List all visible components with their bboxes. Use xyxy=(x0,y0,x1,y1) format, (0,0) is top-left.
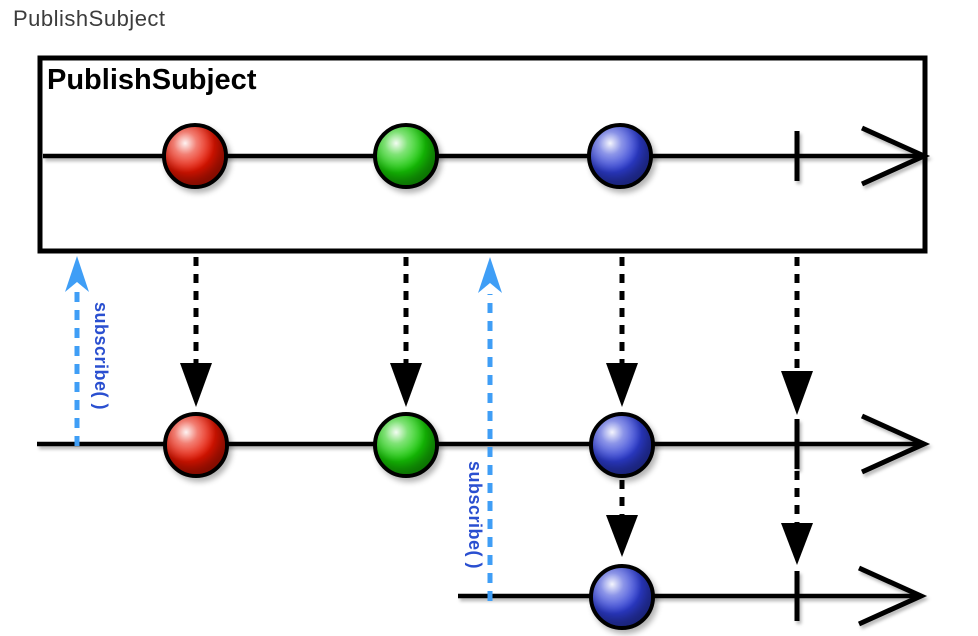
subscriber1-timeline-arrowhead-icon xyxy=(860,413,931,475)
subscribe1-label: subscribe( ) xyxy=(91,302,111,411)
subscriber1-marble-green xyxy=(373,412,439,478)
emission-arrowhead-blue-icon xyxy=(606,363,638,407)
emission-arrows-subscriber2 xyxy=(606,471,813,565)
page-title: PublishSubject xyxy=(13,6,166,31)
subscriber2-marble-blue xyxy=(589,564,655,630)
subscribe2-label: subscribe( ) xyxy=(465,461,485,570)
source-marble-green xyxy=(373,123,439,189)
source-marble-blue xyxy=(587,123,653,189)
emission-arrows-subscriber1 xyxy=(180,257,813,415)
subscribe2-arrowhead-icon xyxy=(478,257,502,293)
emission-arrowhead-red-icon xyxy=(180,363,212,407)
emission-arrowhead-complete-icon xyxy=(781,371,813,415)
subscriber1-marble-red xyxy=(163,412,229,478)
source-marble-red xyxy=(162,123,228,189)
box-title: PublishSubject xyxy=(47,64,257,96)
emission-arrowhead-blue2-icon xyxy=(606,515,638,557)
emission-arrowhead-complete2-icon xyxy=(781,523,813,565)
subscriber2-timeline-arrowhead-icon xyxy=(857,565,928,627)
source-timeline-arrowhead-icon xyxy=(860,125,931,187)
subscriber1-marble-blue xyxy=(589,412,655,478)
subscriber2-timeline xyxy=(458,565,928,627)
subscribe-arrows xyxy=(65,256,502,601)
emission-arrowhead-green-icon xyxy=(390,363,422,407)
subscribe1-arrowhead-icon xyxy=(65,256,89,292)
